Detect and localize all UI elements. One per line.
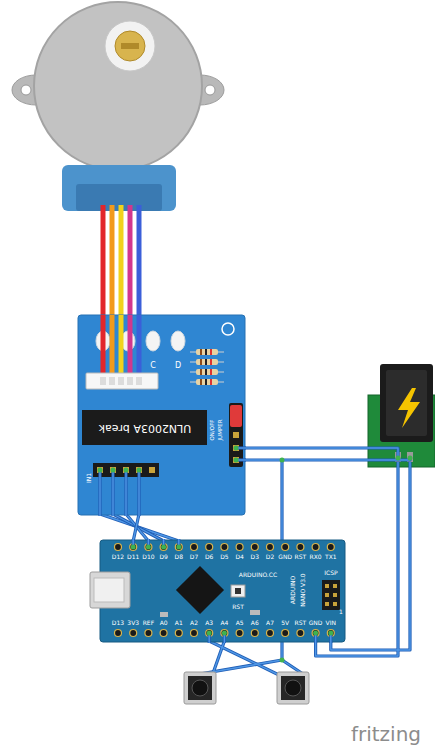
stepper-motor xyxy=(12,2,224,211)
pin-name: 5V xyxy=(281,620,289,626)
button-name: RST xyxy=(232,604,244,610)
led-letter: C xyxy=(150,362,156,370)
pin-name: A0 xyxy=(160,620,168,626)
board-text: ON/OFF xyxy=(210,420,216,441)
board-text: JUMPER xyxy=(218,419,224,440)
pin-name: D12 xyxy=(112,554,124,560)
pin-name: D10 xyxy=(142,554,154,560)
pin-name: A3 xyxy=(205,620,213,626)
pin-name: D5 xyxy=(220,554,228,560)
pin-name: A7 xyxy=(266,620,274,626)
pin-name: D9 xyxy=(159,554,167,560)
pin-name: A1 xyxy=(175,620,183,626)
pin-name: D11 xyxy=(127,554,139,560)
pin-name: D4 xyxy=(235,554,243,560)
pin-name: D8 xyxy=(175,554,183,560)
pin-name: D13 xyxy=(112,620,124,626)
pin-name: 3V3 xyxy=(127,620,139,626)
driver-chip: ULN2003A break xyxy=(82,410,207,445)
header-name: ICSP xyxy=(324,570,337,576)
pin-name: D6 xyxy=(205,554,213,560)
pin-name: A4 xyxy=(220,620,228,626)
pin-name: VIN xyxy=(326,620,336,626)
board-text: ARDUINO.CC xyxy=(239,572,277,578)
pin-name: RST xyxy=(295,554,307,560)
pin-name: D7 xyxy=(190,554,198,560)
board-text: NANO V3.0 xyxy=(300,573,306,606)
board-text: ULN2003A break xyxy=(98,422,191,433)
motor-wires xyxy=(103,205,139,316)
pin-name: RST xyxy=(295,620,307,626)
pin-name: A2 xyxy=(190,620,198,626)
pin-name: REF xyxy=(143,620,154,626)
push-button xyxy=(277,672,309,704)
pin-name: GND xyxy=(278,554,292,560)
pin-name: D3 xyxy=(251,554,259,560)
jumper-wire xyxy=(113,514,164,541)
pin-name: IN1 xyxy=(86,473,92,483)
driver-board: ULN2003A break ON/OFFJUMPER xyxy=(78,315,245,515)
pin-name: RX0 xyxy=(310,554,322,560)
pin-name: TX1 xyxy=(325,554,337,560)
dc-power-jack xyxy=(368,364,435,467)
pin-name: A5 xyxy=(236,620,244,626)
pin-name: D2 xyxy=(266,554,274,560)
pin-number: 1 xyxy=(339,609,343,615)
push-button xyxy=(184,672,216,704)
jumper-wire xyxy=(126,514,148,541)
watermark: fritzing xyxy=(351,724,421,744)
jumper-wire xyxy=(100,514,179,541)
pin-name: A6 xyxy=(251,620,259,626)
board-text: ARDUINO xyxy=(290,576,296,604)
led-letter: D xyxy=(175,362,181,370)
jumper-wire xyxy=(133,514,139,541)
pin-name: GND xyxy=(309,620,323,626)
